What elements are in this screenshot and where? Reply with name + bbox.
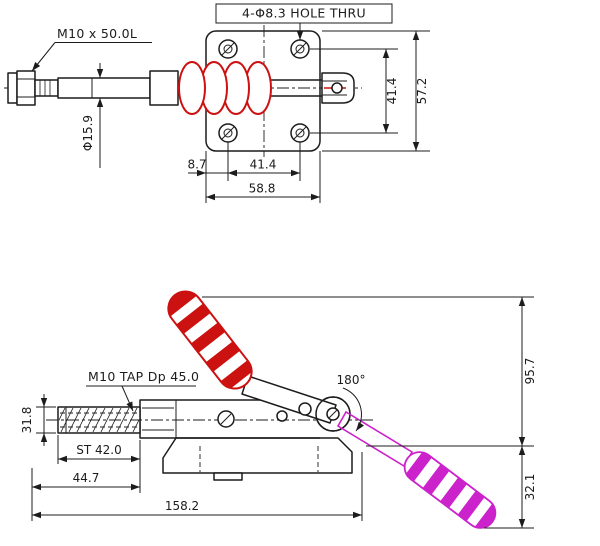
hatch-line [132, 419, 139, 432]
annotation-swing-angle: 180° [337, 373, 366, 432]
plunger-shaft [57, 77, 151, 99]
hole-inner [295, 128, 305, 138]
dim-rod-extension: 44.7 [31, 468, 140, 521]
mounting-base [162, 437, 353, 474]
grip-band [191, 322, 226, 353]
spring-coil [178, 61, 272, 115]
dim-rod-diameter-side: 31.8 [20, 394, 56, 446]
dim-overall-length: 158.2 [32, 452, 363, 521]
dim-text-hole-edge-offset: 8.7 [187, 158, 206, 172]
dims-plate-bottom: 8.7 41.4 58.8 [187, 142, 321, 203]
callout-tap: M10 TAP Dp 45.0 [86, 369, 199, 412]
dim-handle-drop: 32.1 [484, 446, 537, 529]
handle-arm [241, 375, 337, 424]
dim-text-handle-height: 95.7 [523, 358, 537, 385]
hatch-line [59, 408, 66, 421]
base-tab [213, 472, 243, 481]
grip-band [161, 284, 197, 317]
grip-band [440, 477, 468, 508]
grip-bands [405, 450, 502, 534]
handle-bolt [298, 402, 312, 416]
dim-plate-height: 57.2 [322, 30, 430, 152]
screw-slot [221, 126, 235, 140]
grip-band [405, 450, 432, 482]
thread-callout-text: M10 x 50.0L [57, 26, 137, 41]
hole-inner [295, 44, 305, 54]
hatch-line [100, 408, 114, 432]
screw-slot [293, 42, 307, 56]
mounting-hole-bottom-left [218, 123, 238, 143]
toggle-linkage [268, 79, 324, 97]
leader-line [121, 385, 134, 412]
link-pin [276, 410, 288, 422]
dim-text-hole-spacing-vertical: 41.4 [385, 78, 399, 105]
hole-inner [223, 128, 233, 138]
dim-text-plate-width: 58.8 [249, 182, 276, 196]
callout-box [215, 3, 393, 24]
side-view: 180° M10 TAP Dp 45.0 31.8 ST 42.0 44.7 [20, 284, 537, 534]
plunger-rod-assembly [7, 70, 179, 106]
body-collar [149, 70, 179, 106]
handle-grip-red [161, 284, 255, 391]
dim-text-rod-diameter: Φ15.9 [81, 115, 95, 151]
clevis-end [321, 72, 355, 104]
screw-slot [293, 126, 307, 140]
swing-arc [342, 387, 364, 432]
dim-text-hole-spacing-horizontal: 41.4 [250, 158, 277, 172]
dim-rod-diameter: Φ15.9 [81, 63, 104, 168]
grip-bands [161, 284, 255, 391]
callout-holes: 4-Φ8.3 HOLE THRU [215, 3, 393, 40]
dim-handle-height: 95.7 [202, 296, 537, 447]
grip-band [422, 464, 450, 495]
dim-text-rod-diameter-side: 31.8 [20, 407, 34, 434]
swing-angle-text: 180° [337, 373, 366, 387]
grip-band [176, 303, 211, 334]
threaded-stub [34, 79, 59, 97]
dim-text-rod-extension: 44.7 [73, 471, 100, 485]
mounting-hole-bottom-right [290, 123, 310, 143]
phantom-handle-grip [403, 450, 502, 534]
dim-hole-spacing-vertical: 41.4 [310, 48, 399, 134]
screw-slot [328, 409, 338, 419]
hole-inner [223, 44, 233, 54]
top-view: Φ15.9 41.4 57.2 8.7 41.4 58.8 [4, 3, 430, 203]
screw-slot [221, 42, 235, 56]
clevis-pin [331, 82, 343, 94]
callout-thread: M10 x 50.0L [31, 26, 152, 72]
mounting-hole-top-right [290, 39, 310, 59]
grip-band [474, 503, 502, 534]
mounting-hole-top-left [218, 39, 238, 59]
end-washer [7, 72, 18, 104]
grip-band [457, 490, 485, 522]
screw-slot [220, 413, 232, 425]
dim-text-handle-drop: 32.1 [523, 474, 537, 501]
grip-band [205, 341, 241, 372]
dim-stroke: ST 42.0 [57, 435, 141, 493]
grip-band [220, 360, 255, 391]
tap-callout-text: M10 TAP Dp 45.0 [88, 369, 199, 384]
leader-line [31, 42, 56, 72]
coil-ring [178, 61, 206, 115]
holes-callout-text: 4-Φ8.3 HOLE THRU [242, 6, 366, 21]
dim-text-plate-height: 57.2 [415, 78, 429, 105]
hex-nut [16, 70, 36, 106]
dim-text-overall-length: 158.2 [165, 499, 199, 513]
dim-text-stroke: ST 42.0 [76, 443, 121, 457]
